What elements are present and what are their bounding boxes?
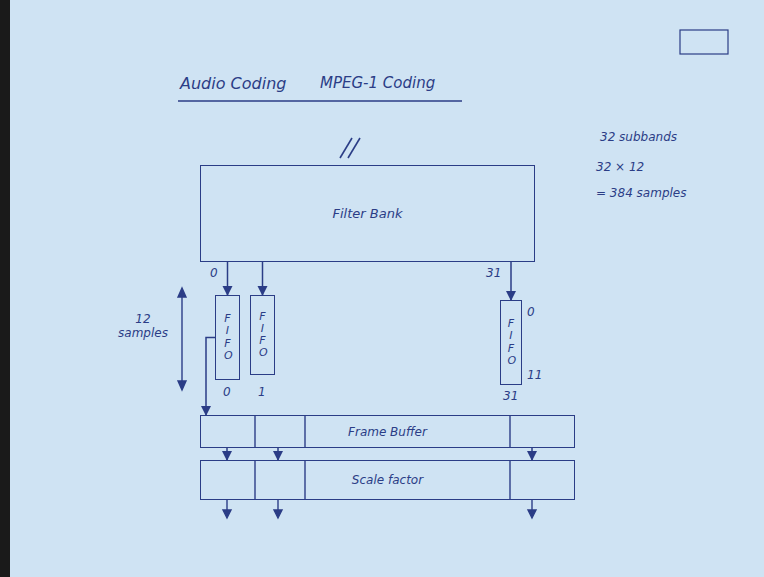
fifo-buffer: FIFO bbox=[215, 295, 240, 380]
process-box: Frame Buffer bbox=[200, 415, 575, 448]
annotation-label: 0 bbox=[527, 305, 535, 319]
edge-shadow bbox=[0, 0, 10, 577]
annotation-label: 31 bbox=[486, 266, 501, 280]
title-underline bbox=[178, 100, 462, 102]
flow-arrow bbox=[277, 448, 279, 460]
flow-arrow bbox=[510, 262, 512, 300]
flow-arrow bbox=[206, 338, 215, 416]
fifo-buffer: FIFO bbox=[250, 295, 275, 375]
process-box: Scale factor bbox=[200, 460, 575, 500]
fifo-buffer: FIFO bbox=[500, 300, 522, 385]
process-box: Filter Bank bbox=[200, 165, 535, 262]
flow-arrow bbox=[227, 262, 229, 295]
node-text: Filter Bank bbox=[333, 206, 403, 221]
node-text: FIFO bbox=[259, 311, 266, 359]
node-text: Frame Buffer bbox=[348, 425, 427, 439]
node-text: FIFO bbox=[224, 313, 231, 361]
annotation-label: 32 × 12 bbox=[596, 160, 644, 174]
flow-arrow bbox=[226, 448, 228, 460]
annotation-label: = 384 samples bbox=[596, 186, 686, 200]
annotation-label: 1 bbox=[258, 385, 266, 399]
flow-arrow bbox=[531, 448, 533, 460]
node-text: Scale factor bbox=[352, 473, 423, 487]
output-arrows bbox=[223, 500, 536, 518]
annotation-label: 11 bbox=[527, 368, 542, 382]
annotation-label: 32 subbands bbox=[600, 130, 677, 144]
annotation-label: 31 bbox=[503, 389, 518, 403]
node-text: FIFO bbox=[508, 318, 515, 366]
annotation-label: 12 samples bbox=[112, 312, 174, 341]
bus-slash bbox=[348, 138, 360, 158]
annotation-label: 0 bbox=[223, 385, 231, 399]
annotation-label: MPEG-1 Coding bbox=[320, 74, 435, 92]
annotation-label: 0 bbox=[210, 266, 218, 280]
stamp-box bbox=[680, 30, 728, 54]
title: Audio Coding bbox=[180, 74, 286, 93]
flow-arrow bbox=[262, 262, 264, 295]
samples-arrow bbox=[178, 288, 186, 390]
buffer-dividers bbox=[255, 415, 510, 500]
